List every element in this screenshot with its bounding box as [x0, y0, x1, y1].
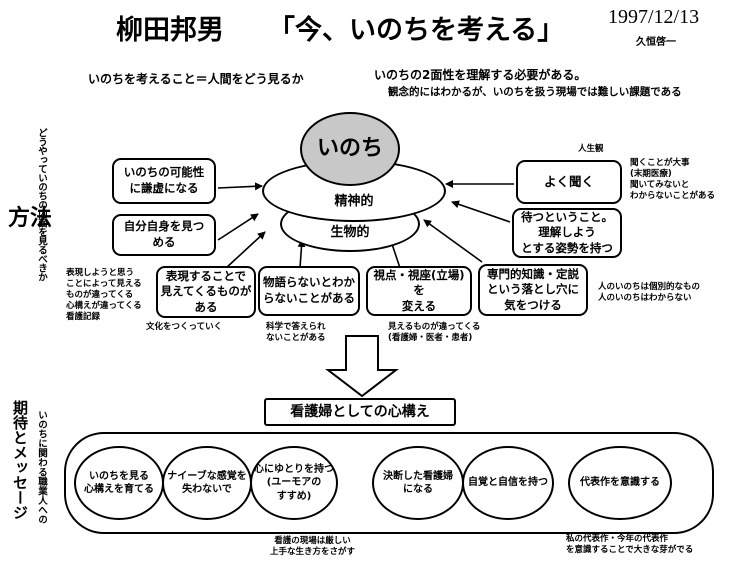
expect-item-6: 代表作を意識する: [568, 446, 672, 520]
box-hyogen: 表現することで 見えてくるものが ある: [156, 266, 256, 318]
seibutsu-label: 生物的: [330, 225, 370, 241]
note-bunka: 文化をつくっていく: [146, 322, 223, 332]
note-hyogen: 表現しようと思う ことによって見える ものが違ってくる 心構えが違ってくる 看護…: [66, 268, 142, 323]
author-name: 柳田邦男: [116, 15, 224, 46]
note-kiku: 聞くことが大事 (末期医療) 聞いてみないと わからないことがある: [630, 158, 716, 202]
note-kobetsu: 人のいのちは個別的なもの 人のいのちはわからない: [598, 282, 701, 304]
note-daihyo: 私の代表作・今年の代表作 を意識することで大きな芽がでる: [566, 534, 694, 556]
box-matsu: 待つということ。 理解しよう とする姿勢を持つ: [512, 208, 622, 258]
box-senmon: 専門的知識・定説 という落とし穴に 気をつける: [478, 264, 588, 316]
method-side-label: どうやっていのちの内面を見るべきか: [36, 128, 47, 281]
note-mieru: 見えるものが違ってくる (看護婦・医者・患者): [388, 322, 481, 344]
inochi-label: いのち: [316, 136, 383, 162]
intro-right-line2: 観念的にはわかるが、いのちを扱う現場では難しい課題である: [388, 86, 682, 98]
page-title: 「今、いのちを考える」: [268, 15, 565, 46]
box-monogatari: 物語らないとわか らないことがある: [258, 266, 360, 316]
intro-left: いのちを考えること＝人間をどう見るか: [88, 72, 304, 86]
expect-side-label: いのちに関わる職業人への: [36, 410, 47, 524]
box-jibun: 自分自身を見つ める: [112, 214, 216, 256]
date-text: 1997/12/13: [608, 6, 700, 28]
intro-right-line1: いのちの2面性を理解する必要がある。: [374, 68, 587, 82]
expect-item-5: 自覚と自信を持つ: [462, 446, 554, 520]
note-genba: 看護の現場は厳しい 上手な生き方をさがす: [270, 536, 356, 558]
method-label: 方法: [8, 206, 53, 231]
box-shiten: 視点・視座(立場)を 変える: [366, 266, 472, 316]
expect-item-1: いのちを見る 心構えを育てる: [74, 446, 164, 520]
note-jinseikan: 人生観: [578, 144, 604, 154]
box-kanousei: いのちの可能性 に謙虚になる: [112, 158, 216, 204]
kokorogamae-heading: 看護婦としての心構え: [264, 398, 456, 426]
inochi-ellipse: いのち: [300, 112, 400, 186]
note-kagaku: 科学で答えられ ないことがある: [266, 322, 326, 344]
expect-label: 期待とメッセージ: [11, 400, 29, 520]
expectations-container: [64, 432, 714, 534]
reporter-name: 久恒啓一: [636, 37, 676, 48]
seishin-label: 精神的: [334, 194, 374, 210]
expect-item-3: 心にゆとりを持つ (ユーモアの すすめ): [250, 446, 338, 520]
expect-item-2: ナイーブな感覚を 失わないで: [162, 446, 252, 520]
expect-item-4: 決断した看護婦 になる: [372, 446, 464, 520]
box-kiku: よく聞く: [516, 160, 622, 204]
